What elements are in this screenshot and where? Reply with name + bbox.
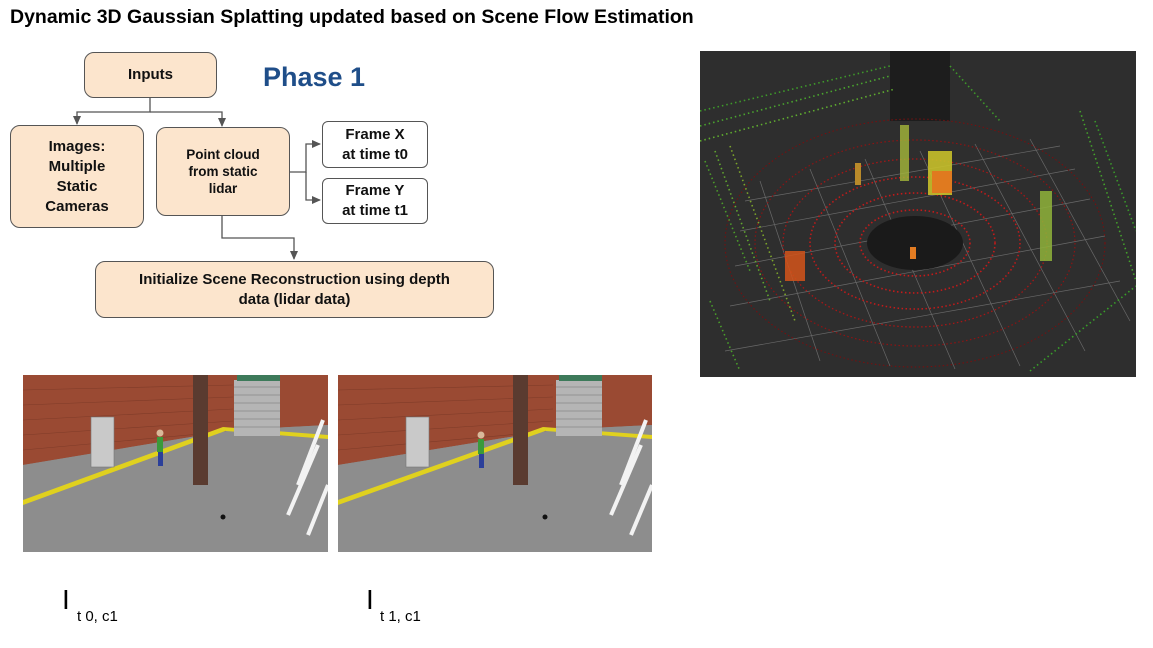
node-images: Images: Multiple Static Cameras: [10, 125, 144, 228]
node-inputs: Inputs: [84, 52, 217, 98]
node-point-cloud: Point cloud from static lidar: [156, 127, 290, 216]
image-label-t1-subscript: t 1, c1: [380, 608, 421, 625]
node-frame-y: Frame Y at time t1: [322, 178, 428, 224]
node-initialize: Initialize Scene Reconstruction using de…: [95, 261, 494, 318]
camera-frame-t1-image: [338, 375, 652, 552]
image-label-t0-subscript: t 0, c1: [77, 608, 118, 625]
image-label-t0-symbol: I: [62, 584, 70, 615]
lidar-pointcloud-image: [700, 51, 1136, 377]
phase-label: Phase 1: [263, 62, 366, 92]
edge-pointcloud-to-frame-x: [290, 140, 321, 173]
edge-inputs-to-images: [73, 98, 151, 125]
edge-pointcloud-to-frame-y: [305, 172, 321, 204]
node-frame-x: Frame X at time t0: [322, 121, 428, 168]
edge-inputs-to-pointcloud: [150, 111, 226, 127]
image-label-t1-symbol: I: [366, 584, 374, 615]
page-title: Dynamic 3D Gaussian Splatting updated ba…: [10, 6, 694, 28]
camera-frame-t0-image: [23, 375, 328, 552]
edge-pointcloud-to-initialize: [221, 216, 298, 260]
